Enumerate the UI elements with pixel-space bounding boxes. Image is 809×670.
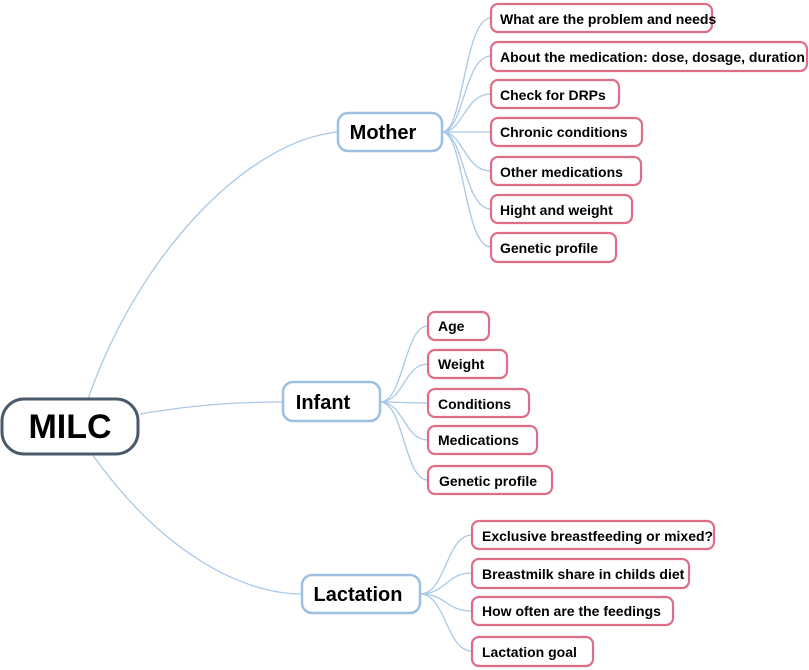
leaf-label: What are the problem and needs — [500, 11, 716, 27]
leaf-label: Age — [438, 318, 465, 334]
leaf-infant-conditions: Conditions — [426, 387, 531, 419]
leaf-infant-genetic-profile: Genetic profile — [426, 464, 554, 496]
leaf-label: Other medications — [500, 164, 623, 180]
branch-label-lactation: Lactation — [314, 584, 403, 606]
connector-root-mother — [87, 131, 339, 400]
connector-mother-leaf-6 — [441, 131, 492, 248]
leaf-label: Check for DRPs — [500, 87, 606, 103]
leaf-label: Genetic profile — [500, 240, 598, 256]
leaf-label: Exclusive breastfeeding or mixed? — [482, 528, 713, 544]
leaf-label: Conditions — [438, 396, 511, 412]
connector-lactation-leaf-0 — [419, 534, 473, 595]
connector-root-infant — [139, 401, 284, 415]
connector-lines — [87, 17, 492, 652]
connector-mother-leaf-0 — [441, 17, 492, 133]
root-node-box — [0, 397, 140, 456]
connector-lactation-leaf-2 — [419, 593, 473, 612]
branch-label-infant: Infant — [296, 392, 351, 414]
connector-infant-leaf-1 — [379, 363, 429, 403]
root-node-label: MILC — [28, 408, 111, 446]
leaf-lactation-goal: Lactation goal — [470, 635, 595, 668]
root-node: MILC — [0, 397, 140, 456]
leaf-label: Breastmilk share in childs diet — [482, 566, 685, 582]
leaf-label: Genetic profile — [439, 473, 537, 489]
leaf-label: Hight and weight — [500, 202, 613, 218]
connector-mother-leaf-4 — [441, 131, 492, 172]
branch-node-mother: Mother — [336, 111, 444, 153]
connector-mother-leaf-1 — [441, 55, 492, 133]
leaf-lactation-feeding-frequency: How often are the feedings — [470, 595, 675, 627]
connector-infant-leaf-4 — [379, 401, 429, 481]
leaf-lactation-exclusive-breastfeeding: Exclusive breastfeeding or mixed? — [470, 519, 716, 551]
branch-node-lactation: Lactation — [300, 573, 422, 615]
leaf-infant-weight: Weight — [426, 348, 509, 380]
leaf-label: How often are the feedings — [482, 603, 661, 619]
connector-mother-leaf-5 — [441, 131, 492, 210]
leaf-mother-check-drps: Check for DRPs — [489, 78, 621, 110]
leaf-mother-genetic-profile: Genetic profile — [489, 231, 618, 264]
connector-root-lactation — [91, 453, 303, 595]
branch-box-lactation — [300, 573, 422, 615]
branch-box-infant — [281, 380, 382, 423]
leaf-mother-chronic-conditions: Chronic conditions — [489, 116, 644, 148]
connector-lactation-leaf-3 — [419, 593, 473, 652]
leaf-mother-other-medications: Other medications — [489, 155, 643, 187]
branch-box-mother — [336, 111, 444, 153]
branch-node-infant: Infant — [281, 380, 382, 423]
leaf-label: About the medication: dose, dosage, dura… — [500, 49, 805, 65]
leaf-infant-medications: Medications — [426, 424, 539, 456]
branch-label-mother: Mother — [350, 122, 417, 144]
connector-infant-leaf-3 — [379, 401, 429, 441]
leaf-label: Chronic conditions — [500, 124, 628, 140]
connector-lactation-leaf-1 — [419, 572, 473, 595]
leaf-mother-medication-dose: About the medication: dose, dosage, dura… — [489, 40, 809, 73]
connector-infant-leaf-0 — [379, 325, 429, 403]
leaf-label: Weight — [438, 356, 485, 372]
connector-mother-leaf-2 — [441, 93, 492, 133]
leaf-mother-height-weight: Hight and weight — [489, 193, 634, 225]
leaf-mother-problem-needs: What are the problem and needs — [489, 2, 716, 34]
leaf-label: Lactation goal — [482, 644, 577, 660]
leaf-label: Medications — [438, 432, 519, 448]
leaf-lactation-breastmilk-share: Breastmilk share in childs diet — [470, 557, 691, 590]
connector-infant-leaf-2 — [379, 401, 429, 404]
leaf-infant-age: Age — [426, 310, 491, 342]
